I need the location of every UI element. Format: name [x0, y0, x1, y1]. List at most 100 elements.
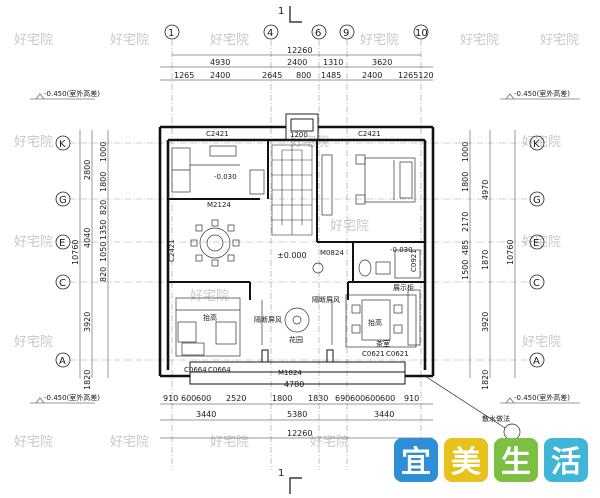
apron-note: 散水做法: [482, 414, 510, 423]
watermark-text: 好宅院: [190, 289, 229, 304]
watermark-text: 好宅院: [14, 33, 53, 48]
brand-char: 宜: [401, 445, 431, 480]
section-marker-top: [289, 6, 302, 23]
dim-bottom: 2520: [226, 394, 246, 403]
dim-top: 800: [296, 71, 311, 80]
section-label: 1: [278, 468, 284, 479]
axis-label: A: [533, 356, 540, 367]
axis-bubble: [164, 24, 180, 40]
watermark-layer: 好宅院 好宅院 好宅院 好宅院 好宅院 好宅院 好宅院 好宅院 好宅院 好宅院 …: [14, 33, 579, 450]
tea-room-label: 茶室: [376, 339, 390, 348]
dim-bottom: 690: [335, 394, 350, 403]
axis-label: 1: [168, 28, 174, 39]
outdoor-elevation-label: -0.450(室外高差): [44, 393, 100, 402]
screen-partition-left: 隔断屏风: [254, 315, 282, 324]
dim-top: 2400: [287, 58, 307, 67]
window-tag: C0921: [410, 249, 418, 272]
dim-left-inner: 820: [99, 267, 108, 282]
bedroom-bed: [321, 154, 416, 216]
brand-tile: [444, 438, 488, 482]
dim-bottom: 1830: [308, 394, 328, 403]
brand-char: 生: [501, 445, 531, 480]
axis-label: E: [533, 238, 539, 249]
axis-label: 6: [315, 28, 321, 39]
section-marker-bottom: [289, 477, 302, 494]
entrance-porch: [189, 349, 406, 385]
watermark-text: 好宅院: [360, 33, 399, 48]
raised-area-right: 抬高: [368, 318, 382, 327]
dim-top: 1265120: [398, 71, 434, 80]
outdoor-elevation-label: -0.450(室外高差): [514, 89, 570, 98]
dim-top: 2400: [210, 71, 230, 80]
dim-right-inner: 485: [461, 240, 470, 255]
dim-right-outer: 10760: [506, 240, 515, 265]
section-label: 1: [278, 6, 284, 17]
detail-callout: [424, 375, 521, 441]
watermark-text: 好宅院: [210, 435, 249, 450]
top-dimensions: [160, 54, 433, 81]
door-tag: M2124: [207, 201, 231, 209]
right-dimensions: [469, 130, 516, 378]
watermark-text: 好宅院: [460, 33, 499, 48]
window-tag: C2421: [358, 130, 381, 138]
watermark-text: 好宅院: [310, 435, 349, 450]
dim-bottom: 910: [163, 394, 178, 403]
dim-porch-width: 4780: [284, 380, 304, 389]
axis-label: K: [533, 139, 540, 150]
axis-bubble: [311, 24, 327, 40]
dim-left-inner: 1800: [99, 172, 108, 192]
axis-label: 9: [343, 28, 349, 39]
outdoor-elevation-label: -0.450(室外高差): [514, 393, 570, 402]
dim-right: 1820: [481, 370, 490, 390]
dim-left-inner: 1000: [99, 142, 108, 162]
dim-top: 1485: [321, 71, 341, 80]
screen-partition-right: 隔断屏风: [312, 295, 340, 304]
dim-bottom-mid: 3440: [374, 410, 394, 419]
kitchen-elevation: -0.030: [214, 173, 237, 181]
dim-right: 4970: [481, 180, 490, 200]
bath-elevation: -0.030: [390, 246, 413, 254]
axis-bubble: [339, 24, 355, 40]
bathroom-fixtures: [312, 249, 421, 279]
watermark-text: 好宅院: [522, 335, 561, 350]
dim-top: 1265: [174, 71, 194, 80]
brand-logo: 宜 美 生 活: [394, 438, 588, 482]
dim-top-total: 12260: [287, 46, 312, 55]
dim-top: 1310: [323, 58, 343, 67]
window-tag: C0621: [362, 350, 385, 358]
dim-bottom: 1800: [272, 394, 292, 403]
bottom-dimensions: [160, 403, 433, 439]
floor-elevation: ±0.000: [277, 251, 307, 260]
staircase: [271, 144, 313, 236]
brand-char: 活: [551, 445, 581, 480]
dim-right: 3920: [481, 312, 490, 332]
watermark-text: 好宅院: [14, 435, 53, 450]
dim-right-inner: 1800: [461, 172, 470, 192]
brand-char: 美: [451, 445, 481, 480]
display-cabinet-label: 展示柜: [393, 283, 414, 292]
dim-top: 2645: [262, 71, 282, 80]
watermark-text: 好宅院: [14, 135, 53, 150]
window-tag: C2421: [168, 239, 176, 262]
dim-left-inner: 1350: [99, 220, 108, 240]
dim-left: 1820: [83, 370, 92, 390]
dim-right: 1870: [481, 250, 490, 270]
dim-right-inner: 2170: [461, 212, 470, 232]
window-tag: C2421: [206, 130, 229, 138]
dim-bottom: 600: [365, 394, 380, 403]
interior-walls: [168, 140, 425, 300]
dim-top: 3620: [372, 58, 392, 67]
dim-bottom-mid: 5380: [287, 410, 307, 419]
watermark-text: 好宅院: [110, 33, 149, 48]
watermark-text: 好宅院: [14, 235, 53, 250]
watermark-text: 好宅院: [210, 33, 249, 48]
top-axis-markers: 1 4 6 9 10: [164, 24, 429, 40]
top-vent-tag: 1200: [290, 131, 308, 139]
dim-left: 3920: [83, 312, 92, 332]
window-tag: C0621: [386, 350, 409, 358]
elevation-marks: [30, 93, 580, 404]
top-porch: [285, 113, 319, 141]
dim-left-inner: 1050: [99, 242, 108, 262]
dim-bottom: 910: [404, 394, 419, 403]
